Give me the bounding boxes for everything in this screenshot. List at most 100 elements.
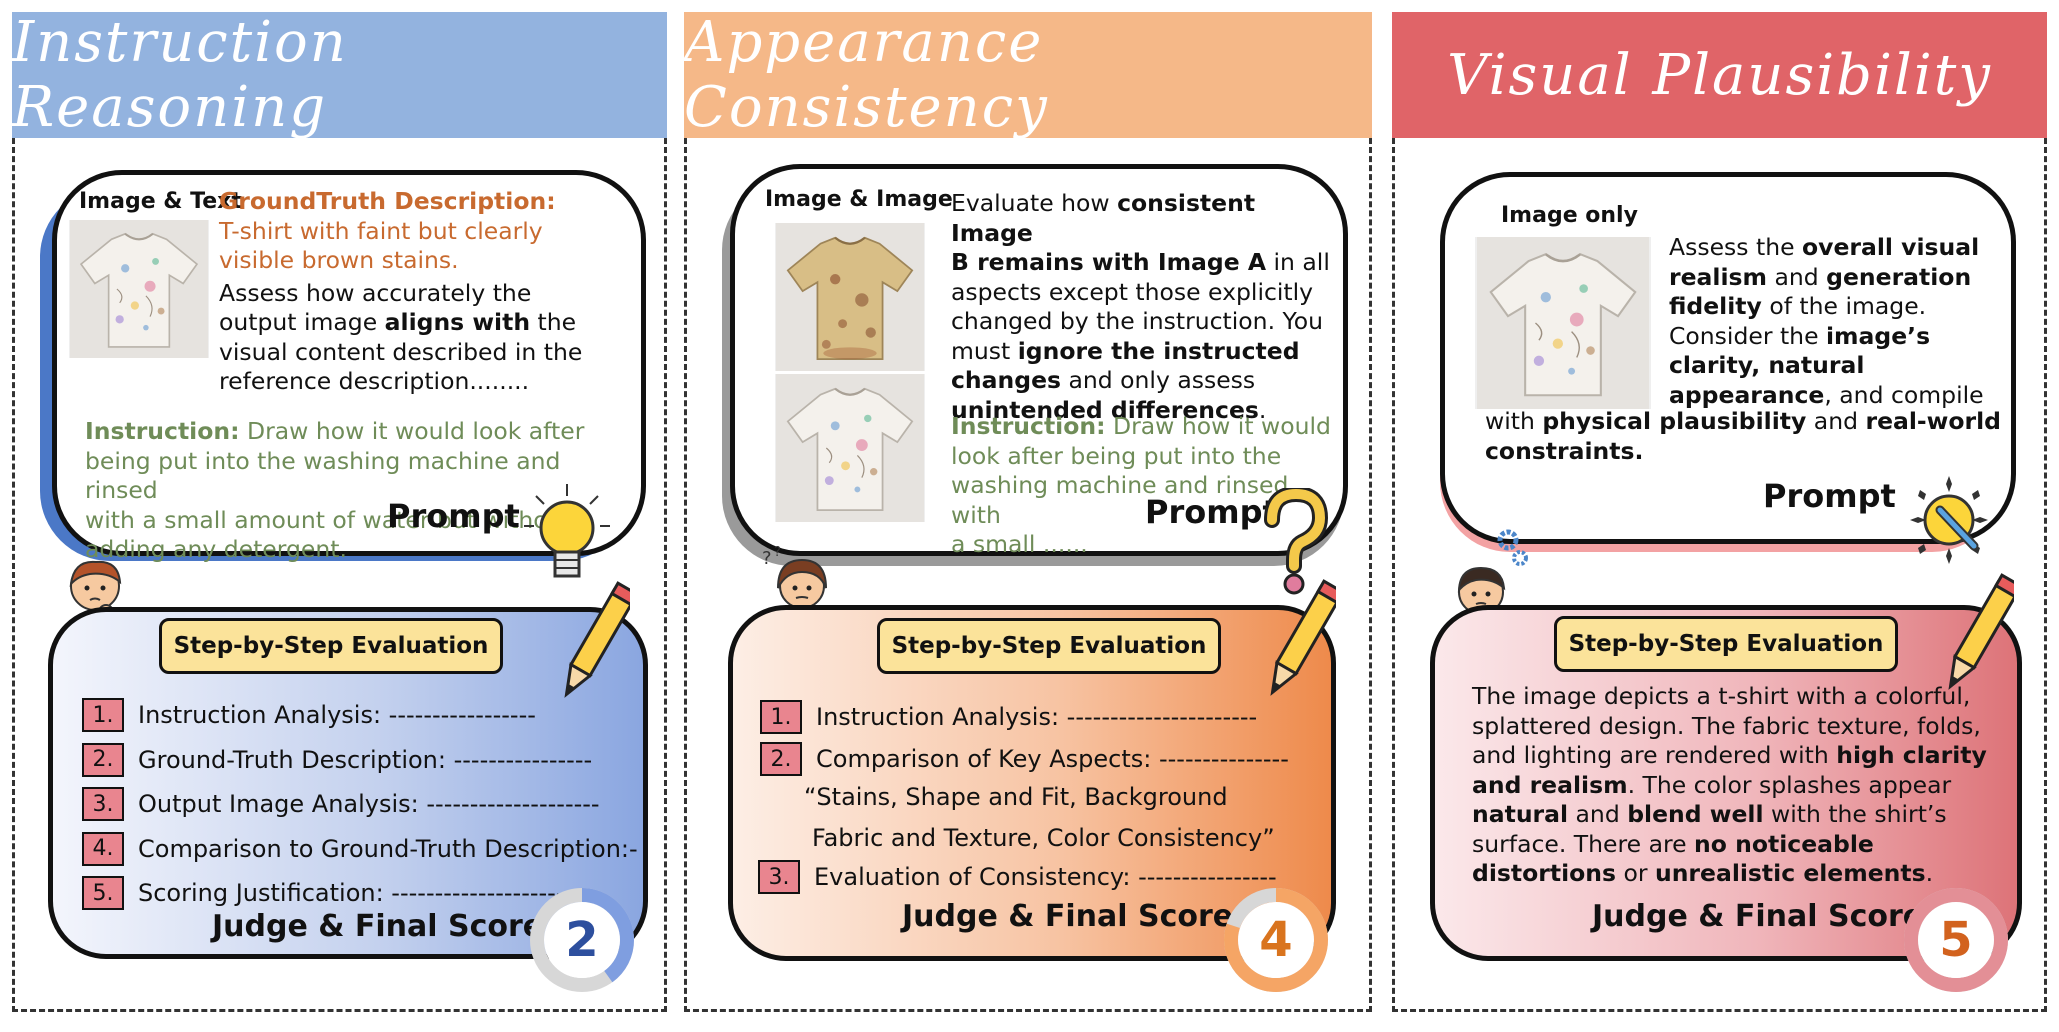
- score-ring-graphic: [1904, 888, 2008, 992]
- instruction-line: Instruction: Draw how it would: [951, 412, 1331, 442]
- assess-bold: constraints.: [1485, 436, 1644, 465]
- instruction-line: Instruction: Draw how it would look afte…: [85, 417, 625, 447]
- step-text: Evaluation of Consistency: -------------…: [814, 863, 1277, 891]
- prompt-box: Image & Image Evaluate how consistent Im…: [730, 164, 1348, 558]
- assess-bold: overall visual: [1802, 233, 1980, 261]
- description-text: with the shirt’s: [1763, 800, 1947, 828]
- assess-line: Assess the overall visual: [1669, 233, 1999, 263]
- step-row: 3. Evaluation of Consistency: -----------…: [758, 860, 1277, 894]
- instruction-line: adding any detergent.: [85, 535, 347, 563]
- question-mark-icon: [1264, 488, 1329, 595]
- judge-final-score-label: Judge & Final Score: [902, 899, 1234, 934]
- description-bold: high clarity: [1836, 741, 1987, 769]
- instruction-heading: Instruction:: [951, 412, 1106, 440]
- assess-text: and: [1766, 262, 1827, 291]
- panel-frame: [684, 138, 1372, 1012]
- assess-text: of the image.: [1761, 292, 1927, 320]
- assess-bold: aligns with: [384, 308, 531, 336]
- eval-text: .: [1258, 395, 1267, 424]
- key-aspects-line: Fabric and Texture, Color Consistency”: [812, 824, 1275, 852]
- score-ring-graphic: [530, 888, 634, 992]
- assess-text: with: [1485, 407, 1543, 435]
- panel-title: Instruction Reasoning: [12, 10, 667, 140]
- prompt-word: Prompt: [1145, 493, 1278, 531]
- judge-final-score-label: Judge & Final Score: [1592, 899, 1924, 934]
- description-text: or: [1615, 859, 1655, 887]
- panel-frame: [1392, 138, 2047, 1012]
- assess-line: constraints.: [1485, 437, 2005, 467]
- reference-tshirt-image: [69, 220, 209, 358]
- step-text: Instruction Analysis: -----------------: [138, 701, 536, 729]
- assess-line: reference description........: [219, 367, 530, 395]
- step-row: 3.Output Image Analysis: ---------------…: [82, 787, 600, 821]
- description-line: The image depicts a t-shirt with a color…: [1472, 682, 1971, 710]
- prompt-type-label: Image only: [1501, 203, 1638, 228]
- description-bold: unrealistic elements: [1654, 859, 1926, 887]
- panel-title: Appearance Consistency: [684, 10, 1372, 140]
- description-bold: natural: [1472, 800, 1569, 828]
- assess-text: and: [1806, 407, 1866, 435]
- assess-text: Consider the: [1669, 321, 1826, 350]
- step-number: 3.: [758, 860, 800, 894]
- prompt-type-label: Image & Image: [765, 187, 953, 212]
- output-tshirt-image: [1475, 237, 1651, 409]
- step-row: 4. Comparison to Ground-Truth Description…: [82, 831, 638, 866]
- panel-instruction-reasoning: Instruction Reasoning Image & Text Groun…: [12, 10, 667, 1012]
- image-b-tshirt: [775, 374, 925, 522]
- instruction-line: a small ......: [951, 530, 1088, 558]
- assess-line: output image aligns with the: [219, 308, 629, 338]
- magic-wand-icon: [1910, 476, 1988, 564]
- gt-text-line: visible brown stains.: [219, 246, 459, 274]
- description-line: and lighting are rendered with high clar…: [1472, 741, 2002, 771]
- score-ring: 2: [528, 886, 636, 994]
- description-line: and realism. The color splashes appear: [1472, 771, 2002, 801]
- step-row: 1.Instruction Analysis: ----------------…: [82, 698, 536, 732]
- assess-line: visual content described in the: [219, 337, 583, 366]
- description-line: splattered design. The fabric texture, f…: [1472, 711, 1981, 740]
- step-by-step-tag: Step-by-Step Evaluation: [877, 618, 1221, 674]
- eval-bold: unintended differences: [951, 395, 1259, 424]
- panel-appearance-consistency: Appearance Consistency Image & Image Eva…: [684, 10, 1372, 1012]
- step-row: 2.Comparison of Key Aspects: -----------…: [760, 742, 1289, 776]
- score-ring: 5: [1902, 886, 2010, 994]
- instruction-heading: Instruction:: [85, 417, 240, 445]
- description-text: .: [1925, 859, 1934, 887]
- step-text: Scoring Justification: -----------------…: [138, 879, 582, 907]
- eval-bold: B remains with Image A: [951, 248, 1267, 276]
- score-ring: 4: [1222, 886, 1330, 994]
- description-line: natural and blend well with the shirt’s: [1472, 800, 2002, 830]
- step-text: Output Image Analysis: -----------------…: [138, 790, 600, 818]
- assess-text: the: [530, 308, 577, 336]
- step-text: Comparison to Ground-Truth Description:-: [138, 834, 638, 863]
- step-text: Instruction Analysis: ------------------…: [816, 703, 1258, 731]
- eval-line: changed by the instruction. You: [951, 307, 1324, 335]
- description-line: surface. There are no noticeable: [1472, 830, 2002, 860]
- panel-frame: [12, 138, 667, 1012]
- assess-bold: image’s: [1826, 321, 1931, 350]
- step-number: 4.: [82, 831, 124, 866]
- assess-line: realism and generation: [1669, 263, 1999, 293]
- prompt-box: Image & Text GroundTruth Description: T-…: [52, 170, 646, 563]
- step-row: 1.Instruction Analysis: ----------------…: [760, 700, 1257, 734]
- description-text: and: [1568, 800, 1628, 828]
- description-text: surface. There are: [1472, 829, 1695, 858]
- eval-line: aspects except those explicitly: [951, 277, 1314, 306]
- panel-visual-plausibility: Visual Plausibility Image only Assess th…: [1392, 12, 2047, 1012]
- description-text: and lighting are rendered with: [1472, 741, 1837, 769]
- instruction-line: look after being put into the: [951, 441, 1282, 470]
- eval-line: Evaluate how consistent Image: [951, 189, 1331, 248]
- assess-bold: fidelity: [1669, 292, 1762, 320]
- step-number: 5.: [82, 876, 124, 910]
- assess-text: Assess the: [1669, 233, 1803, 261]
- key-aspects-line: “Stains, Shape and Fit, Background: [804, 783, 1228, 811]
- final-score-value: 5: [1939, 912, 1973, 968]
- gear-icon: [1497, 529, 1528, 566]
- assess-bold: generation: [1826, 262, 1972, 291]
- eval-text: and only assess: [1061, 366, 1256, 394]
- step-by-step-tag: Step-by-Step Evaluation: [159, 618, 503, 674]
- assess-bold: clarity, natural: [1669, 351, 1865, 379]
- step-number: 2.: [82, 742, 124, 777]
- image-a-tshirt: [775, 223, 925, 371]
- assess-text: , and compile: [1824, 380, 1984, 409]
- step-text: Ground-Truth Description: --------------…: [138, 745, 593, 774]
